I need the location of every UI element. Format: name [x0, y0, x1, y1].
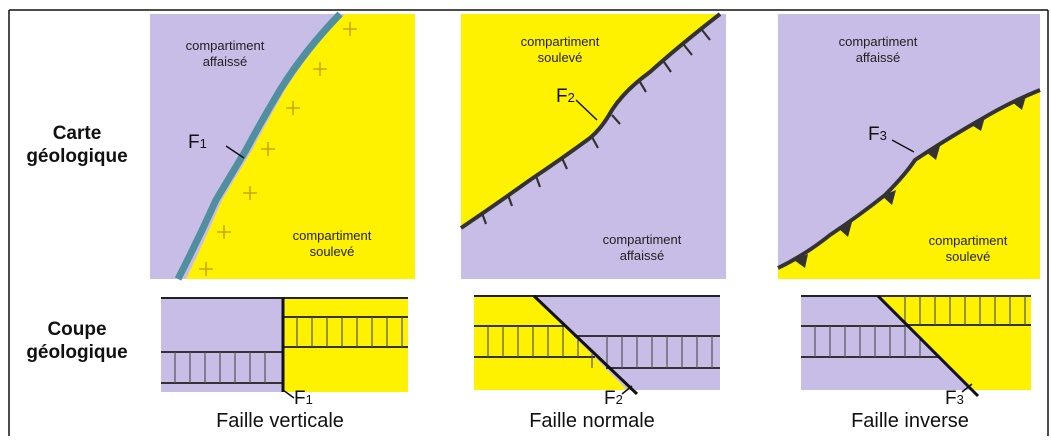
row-label-section-line2: géologique: [26, 342, 128, 363]
map3-lower-line1: compartiment: [928, 233, 1008, 248]
section-vertical-fault: [161, 297, 408, 399]
sec1-left-layer: [161, 351, 283, 384]
map1-lower-line2: soulevé: [309, 244, 355, 259]
f2-leader-line: [575, 99, 598, 121]
map2-raised-compartment: [461, 14, 720, 228]
sec1-right-block: [283, 298, 408, 392]
sec3-fault-plane: [876, 294, 980, 398]
f1-leader-line: [225, 145, 245, 159]
map2-lower-compartment-label: compartiment affaissé: [572, 232, 712, 264]
map2-fault-label: F2: [556, 86, 575, 107]
sec2-fault-index: 2: [615, 392, 623, 407]
map2-fault-index: 2: [567, 90, 575, 105]
sec2-fault-plane: [532, 294, 639, 396]
map2-upper-line1: compartiment: [520, 34, 600, 49]
map3-lower-compartment-label: compartiment soulevé: [898, 233, 1038, 265]
map-reverse-fault: [777, 14, 1041, 279]
map3-lower-line2: soulevé: [945, 249, 991, 264]
caption-vertical-fault: Faille verticale: [216, 410, 344, 432]
fault-ticks: [480, 29, 711, 225]
map3-fault-index: 3: [879, 128, 887, 143]
map1-raised-compartment: [186, 14, 415, 279]
map3-upper-line2: affaissé: [855, 50, 901, 65]
vertical-fault-trace: [174, 11, 343, 281]
sec3-lowered-block: [801, 296, 971, 390]
sec3-fault-index: 3: [956, 392, 964, 407]
sec3-f3-leader: [961, 383, 973, 393]
sec1-fault-label: F1: [294, 388, 313, 409]
sec2-right-layer: [574, 335, 720, 369]
map3-upper-compartment-label: compartiment affaissé: [808, 34, 948, 66]
sec3-right-layer: [878, 295, 1031, 326]
map1-lower-compartment-label: compartiment soulevé: [262, 228, 402, 260]
row-label-map-line1: Carte: [52, 123, 102, 144]
map1-upper-line1: compartiment: [185, 38, 265, 53]
section-reverse-fault: [801, 294, 1031, 398]
f3-leader-line: [891, 139, 915, 153]
row-label-map-line2: géologique: [26, 146, 128, 167]
map3-fault-label: F3: [868, 124, 887, 145]
map2-upper-compartment-label: compartiment soulevé: [490, 34, 630, 66]
map1-upper-compartment-label: compartiment affaissé: [150, 38, 300, 70]
thrust-teeth: [794, 96, 1026, 268]
sec2-f2-leader: [621, 385, 633, 395]
map2-upper-line2: soulevé: [537, 50, 583, 65]
map1-fault-index: 1: [199, 136, 207, 151]
map1-upper-line2: affaissé: [202, 54, 248, 69]
map1-fault-label: F1: [188, 132, 207, 153]
row-label-section-line1: Coupe: [47, 319, 107, 340]
caption-reverse-fault: Faille inverse: [851, 410, 969, 432]
sec3-fault-label: F3: [945, 388, 964, 409]
sec2-fault-label: F2: [604, 388, 623, 409]
normal-fault-trace: [459, 12, 722, 230]
map-vertical-fault: [150, 11, 415, 281]
sec1-right-layer: [283, 316, 408, 348]
row-label-section: Coupe géologique: [14, 318, 140, 364]
reverse-fault-trace: [777, 88, 1041, 270]
cross-symbols: [199, 22, 357, 276]
sec1-fault-index: 1: [305, 392, 313, 407]
map3-upper-line1: compartiment: [838, 34, 918, 49]
section-normal-fault: [474, 294, 720, 396]
sec3-left-layer: [801, 325, 940, 358]
map-normal-fault: [459, 12, 726, 279]
sec2-raised-block: [474, 296, 627, 390]
sec1-left-block: [161, 298, 283, 392]
map1-lower-line1: compartiment: [292, 228, 372, 243]
map2-lower-line2: affaissé: [619, 248, 665, 263]
map2-lower-line1: compartiment: [602, 232, 682, 247]
row-label-map: Carte géologique: [14, 122, 140, 168]
sec2-left-layer: [474, 325, 595, 358]
caption-normal-fault: Faille normale: [529, 410, 655, 432]
sec1-f1-leader: [282, 389, 295, 399]
